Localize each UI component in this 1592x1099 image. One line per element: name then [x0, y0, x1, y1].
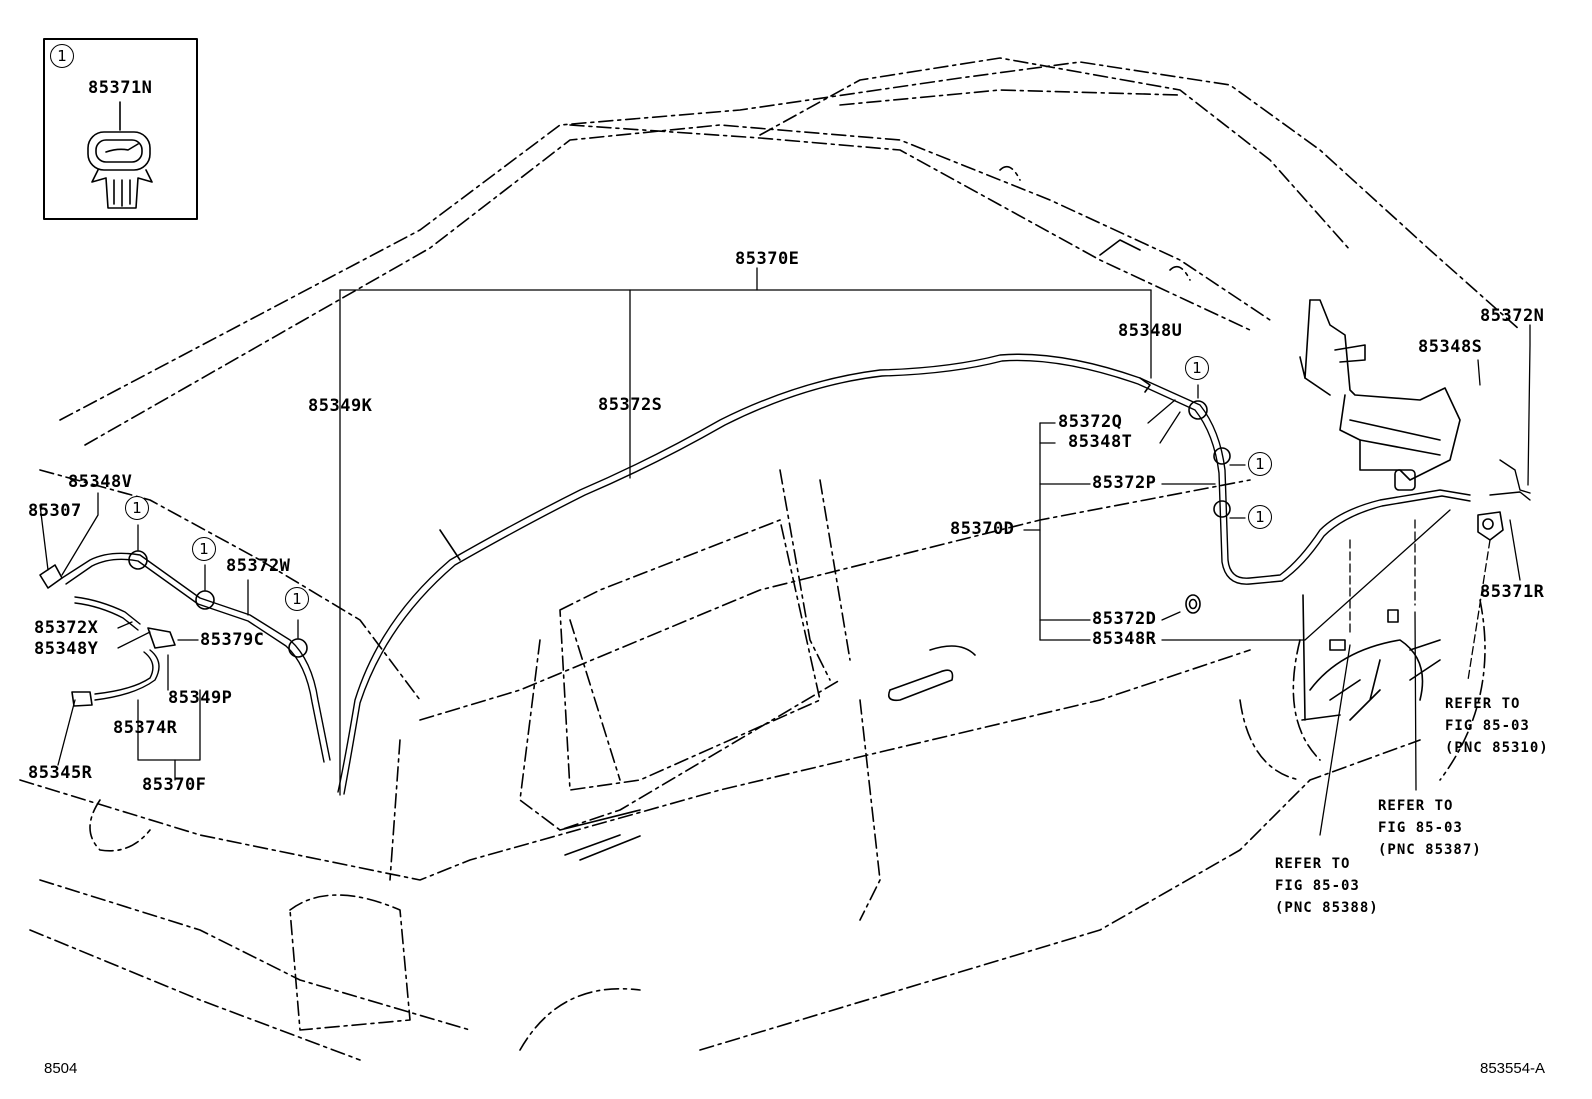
label-85370E: 85370E	[735, 249, 800, 269]
label-85348T: 85348T	[1068, 432, 1133, 452]
body-phantom-lines	[19, 57, 1521, 1061]
label-85372D: 85372D	[1092, 609, 1157, 629]
label-85348R: 85348R	[1092, 629, 1157, 649]
callout-symbol: 1	[125, 496, 149, 520]
label-85348Y: 85348Y	[34, 639, 99, 659]
callout-symbol: 1	[192, 537, 216, 561]
inset-callout: 1	[50, 44, 74, 68]
label-85348U: 85348U	[1118, 321, 1183, 341]
label-85349K: 85349K	[308, 396, 373, 416]
label-85372W: 85372W	[226, 556, 291, 576]
reference-note-85310: REFER TO FIG 85-03 (PNC 85310)	[1445, 696, 1549, 756]
body-solid-lines	[439, 239, 1441, 861]
inset-part-number: 85371N	[88, 78, 153, 98]
washer-tank	[1299, 299, 1504, 541]
inset-frame	[43, 38, 198, 220]
callout-symbol: 1	[1248, 505, 1272, 529]
label-85348V: 85348V	[68, 472, 133, 492]
reference-note-85387: REFER TO FIG 85-03 (PNC 85387)	[1378, 798, 1482, 858]
label-85371R: 85371R	[1480, 582, 1545, 602]
callout-symbol: 1	[1185, 356, 1209, 380]
callout-symbol: 1	[285, 587, 309, 611]
label-85372N: 85372N	[1480, 306, 1545, 326]
label-85372Q: 85372Q	[1058, 412, 1123, 432]
label-85370F: 85370F	[142, 775, 207, 795]
hose-clip-markers	[128, 400, 1231, 658]
washer-hoses	[61, 353, 1531, 795]
label-85349P: 85349P	[168, 688, 233, 708]
label-85345R: 85345R	[28, 763, 93, 783]
leader-lines	[39, 267, 1531, 836]
label-85370D: 85370D	[950, 519, 1015, 539]
label-85372P: 85372P	[1092, 473, 1157, 493]
clip-icon	[87, 101, 153, 209]
label-85307: 85307	[28, 501, 82, 521]
reference-note-85388: REFER TO FIG 85-03 (PNC 85388)	[1275, 856, 1379, 916]
label-85372S: 85372S	[598, 395, 663, 415]
grommet-parts	[39, 377, 1399, 721]
page-code: 8504	[44, 1060, 78, 1077]
callout-symbol: 1	[1248, 452, 1272, 476]
label-85372X: 85372X	[34, 618, 99, 638]
label-85348S: 85348S	[1418, 337, 1483, 357]
label-85379C: 85379C	[200, 630, 265, 650]
figure-code: 853554-A	[1480, 1060, 1546, 1077]
label-85374R: 85374R	[113, 718, 178, 738]
